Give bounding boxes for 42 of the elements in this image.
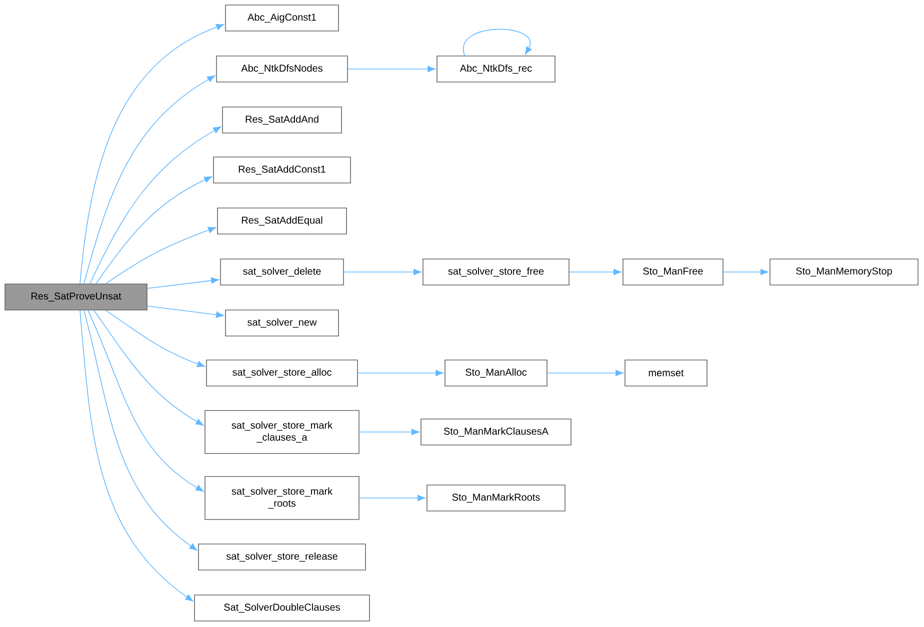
arrow xyxy=(348,66,436,72)
function-box: Res_SatAddEqual xyxy=(217,208,347,234)
function-box: Sto_ManMemoryStop xyxy=(770,258,918,286)
arrow xyxy=(359,494,426,502)
arrow xyxy=(94,310,204,426)
arrow xyxy=(84,75,216,284)
arrow xyxy=(80,310,194,602)
function-box: Sto_ManMarkRoots xyxy=(426,484,566,512)
highlighted-function-box: Res_SatProveUnsat xyxy=(4,284,148,310)
arrow xyxy=(723,268,768,276)
function-box: Sto_ManAlloc xyxy=(444,360,548,386)
function-box: sat_solver_new xyxy=(225,310,339,336)
arrow xyxy=(147,277,219,289)
function-box: Sto_ManMarkClausesA xyxy=(420,418,572,446)
arrow xyxy=(90,126,222,284)
arrow xyxy=(358,370,444,376)
function-box: sat_solver_store_mark _clauses_a xyxy=(204,410,360,454)
function-box: Sto_ManFree xyxy=(622,258,724,286)
function-box: sat_solver_delete xyxy=(220,258,344,286)
function-box: Res_SatAddAnd xyxy=(222,106,342,134)
arrow xyxy=(547,370,624,376)
function-box: Abc_NtkDfsNodes xyxy=(216,56,348,82)
arrow xyxy=(463,28,532,56)
arrow xyxy=(106,310,205,368)
arrow xyxy=(84,310,198,550)
function-box: memset xyxy=(624,360,708,386)
arrow xyxy=(88,310,204,492)
arrow xyxy=(80,24,224,284)
arrow xyxy=(96,176,212,284)
arrow xyxy=(106,226,216,284)
function-box: Abc_NtkDfs_rec xyxy=(436,56,556,82)
arrow xyxy=(569,268,622,276)
function-box: sat_solver_store_mark _roots xyxy=(204,476,360,520)
arrow xyxy=(344,268,422,276)
function-box: sat_solver_store_release xyxy=(198,544,366,570)
function-box: sat_solver_store_free xyxy=(422,258,570,286)
function-box: Abc_AigConst1 xyxy=(225,4,339,32)
function-box: Sat_SolverDoubleClauses xyxy=(194,594,370,622)
arrow xyxy=(359,428,420,436)
function-box: sat_solver_store_alloc xyxy=(206,360,358,386)
arrow xyxy=(147,306,224,318)
function-box: Res_SatAddConst1 xyxy=(213,156,351,184)
